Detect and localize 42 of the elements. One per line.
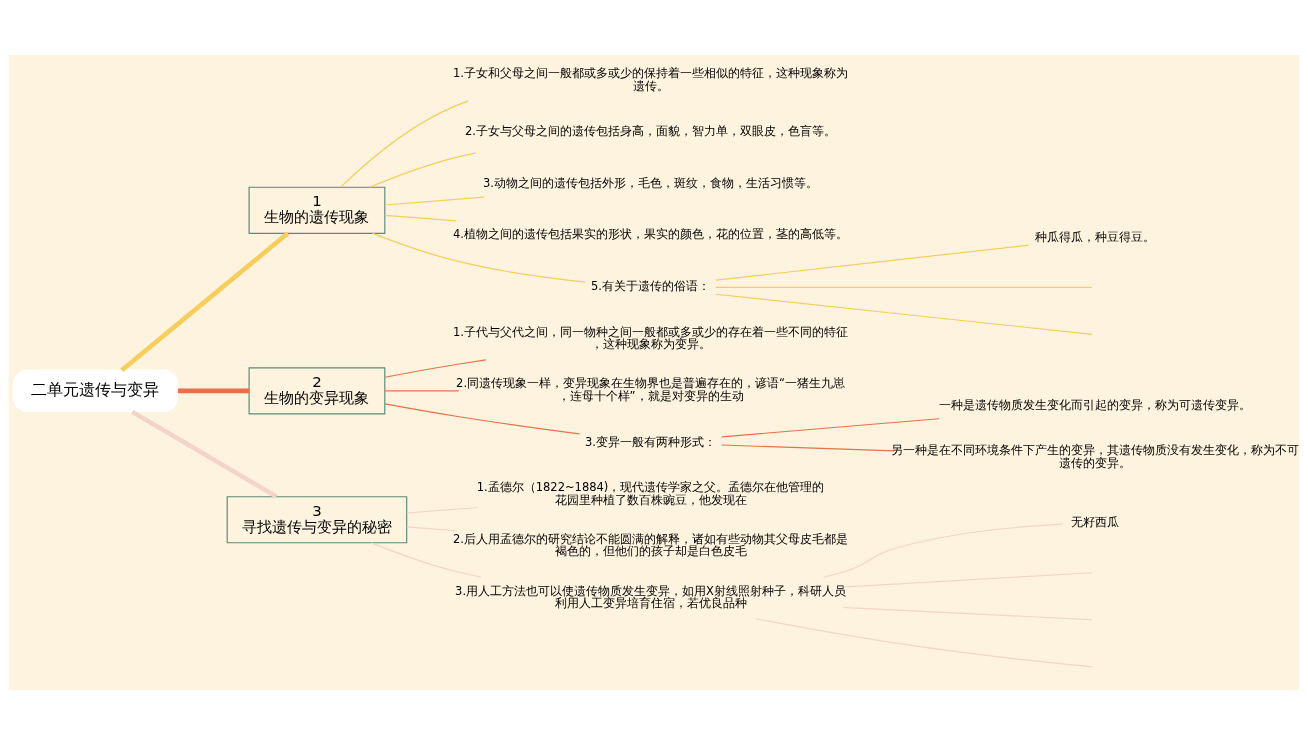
connector bbox=[340, 100, 469, 188]
node-box: 2 生物的变异现象 bbox=[248, 367, 386, 415]
connector bbox=[842, 606, 1093, 621]
connector bbox=[715, 286, 1093, 288]
connector bbox=[177, 388, 249, 394]
connector bbox=[384, 196, 485, 206]
node-text: 2.后人用孟德尔的研究结论不能圆满的解释，诸如有些动物其父母皮毛都是褐色的，但他们的孩子却是白色皮毛 bbox=[453, 531, 849, 559]
connector bbox=[755, 618, 1093, 668]
node-text: 无籽西瓜 bbox=[1070, 515, 1119, 530]
connector bbox=[384, 359, 487, 378]
connector bbox=[715, 244, 1030, 281]
node-box: 3 寻找遗传与变异的秘密 bbox=[226, 496, 408, 544]
node-text: 2.子女与父母之间的遗传包括身高，面貌，智力单，双眼皮，色盲等。 bbox=[465, 123, 837, 138]
node-box: 1 生物的遗传现象 bbox=[248, 186, 386, 234]
connector bbox=[131, 409, 278, 499]
node-text: 5.有关于遗传的俗语： bbox=[591, 279, 711, 294]
node-text: 另一种是在不同环境条件下产生的变异，其遗传物质没有发生变化，称为不可遗传的变异。 bbox=[890, 443, 1299, 470]
connector bbox=[721, 418, 940, 438]
connector bbox=[822, 523, 1063, 578]
connector bbox=[120, 231, 290, 372]
connector bbox=[721, 444, 895, 452]
node-text: 种瓜得瓜，种豆得豆。 bbox=[1034, 229, 1155, 244]
node-text: 3.用人工方法也可以使遗传物质发生变异，如用X射线照射种子，科研人员利用人工变异培育住宿，若优良品种 bbox=[455, 583, 846, 611]
connector bbox=[384, 390, 460, 392]
connector bbox=[372, 232, 586, 283]
connector bbox=[384, 403, 581, 435]
node-box: 二单元遗传与变异 bbox=[12, 369, 179, 413]
node-text: 1.孟德尔（1822~1884)，现代遗传学家之父。孟德尔在他管理的花园里种植了数百株豌豆，他发现在 bbox=[476, 479, 825, 507]
node-text: 1.子代与父代之间，同一物种之间一般都或多或少的存在着一些不同的特征，这种现象称为变异。 bbox=[453, 324, 849, 352]
node-text: 1.子女和父母之间一般都或多或少的保持着一些相似的特征，这种现象称为遗传。 bbox=[453, 65, 849, 93]
connector bbox=[406, 526, 457, 532]
connector bbox=[370, 542, 482, 578]
node-text: 3.动物之间的遗传包括外形，毛色，斑纹，食物，生活习惯等。 bbox=[483, 175, 819, 190]
node-text: 一种是遗传物质发生变化而引起的变异，称为可遗传变异。 bbox=[938, 397, 1251, 412]
connector bbox=[406, 506, 479, 514]
connector bbox=[369, 152, 477, 188]
connector bbox=[842, 572, 1093, 588]
connector bbox=[715, 293, 1093, 335]
node-text: 3.变异一般有两种形式： bbox=[585, 434, 717, 449]
connector bbox=[384, 214, 457, 222]
node-text: 4.植物之间的遗传包括果实的形状，果实的颜色，花的位置，茎的高低等。 bbox=[453, 227, 849, 242]
node-text: 2.同遗传现象一样，变异现象在生物界也是普遍存在的，谚语“一猪生九崽，连母十个样”，就是对变异的生动 bbox=[456, 376, 846, 404]
